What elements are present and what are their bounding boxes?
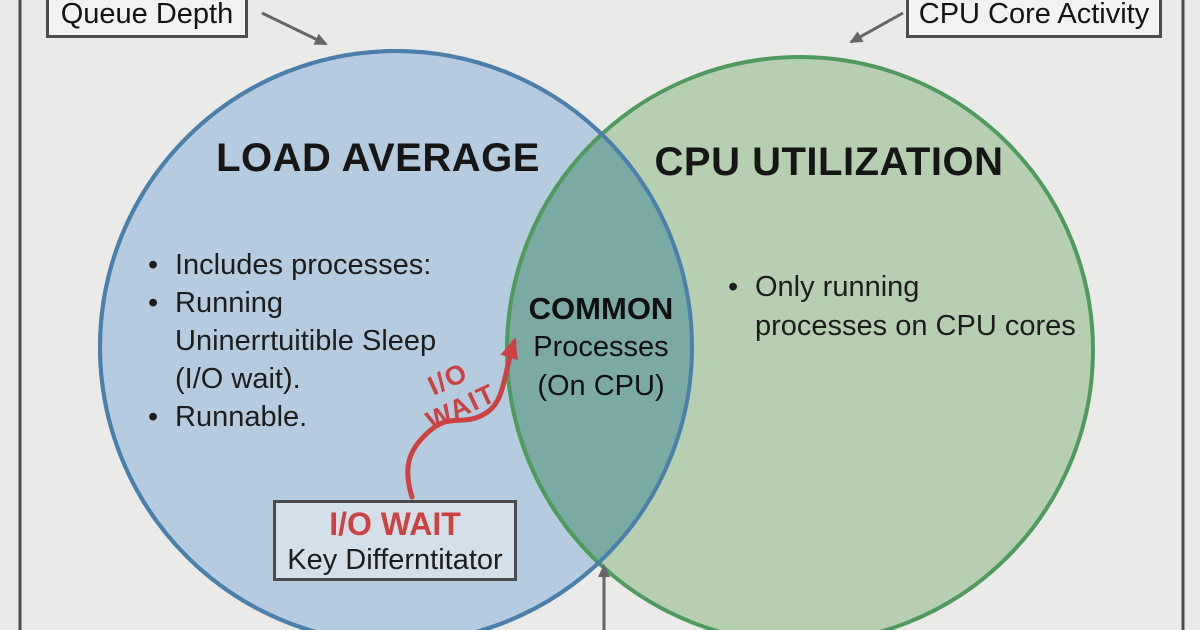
overlap-text-block: COMMON Processes (On CPU)	[504, 289, 698, 406]
bullet-glyph	[148, 322, 175, 360]
list-item: • Runnable.	[148, 398, 436, 436]
overlap-line: (On CPU)	[537, 370, 665, 402]
cpu-utilization-title: CPU UTILIZATION	[654, 140, 1004, 184]
cpu-core-activity-callout: CPU Core Activity	[906, 0, 1162, 38]
load-average-circle-rim	[98, 49, 694, 630]
bullet-glyph: •	[148, 249, 159, 281]
list-item-text: Running	[175, 287, 284, 319]
load-average-bullet-list: • Includes processes: • Running Uninerrt…	[148, 246, 436, 436]
bullet-glyph	[148, 360, 175, 398]
list-item: Uninerrtuitible Sleep	[148, 322, 436, 360]
load-average-title: LOAD AVERAGE	[216, 136, 540, 180]
queue-depth-arrow	[261, 11, 328, 46]
cpu-core-activity-label: CPU Core Activity	[918, 0, 1150, 30]
list-item-text: (I/O wait).	[175, 363, 301, 395]
list-item: processes on CPU cores	[728, 307, 1076, 346]
list-item: • Includes processes:	[148, 246, 436, 284]
io-wait-box-subtitle: Key Differntitator	[287, 544, 503, 576]
bullet-glyph: •	[148, 287, 159, 319]
cpu-utilization-bullet-list: • Only running processes on CPU cores	[728, 268, 1076, 346]
list-item-text: Runnable.	[175, 401, 308, 433]
list-item-text: Includes processes:	[175, 249, 432, 281]
bullet-glyph: •	[728, 271, 739, 303]
bullet-glyph	[728, 307, 755, 346]
overlap-line: Processes	[533, 331, 669, 363]
list-item-text: processes on CPU cores	[755, 310, 1076, 342]
list-item-text: Only running	[755, 271, 920, 303]
list-item: • Running	[148, 284, 436, 322]
queue-depth-callout: Queue Depth	[46, 0, 248, 38]
io-wait-box-title: I/O WAIT	[329, 506, 461, 542]
queue-depth-label: Queue Depth	[60, 0, 234, 30]
list-item: • Only running	[728, 268, 1076, 307]
io-wait-callout-box: I/O WAIT Key Differntitator	[273, 500, 517, 581]
io-wait-squiggle-arrow	[405, 337, 518, 500]
list-item: (I/O wait).	[148, 360, 436, 398]
list-item-text: Uninerrtuitible Sleep	[175, 325, 437, 357]
bullet-glyph: •	[148, 401, 159, 433]
cpu-core-activity-arrow	[849, 11, 904, 44]
overlap-title: COMMON	[528, 291, 674, 326]
